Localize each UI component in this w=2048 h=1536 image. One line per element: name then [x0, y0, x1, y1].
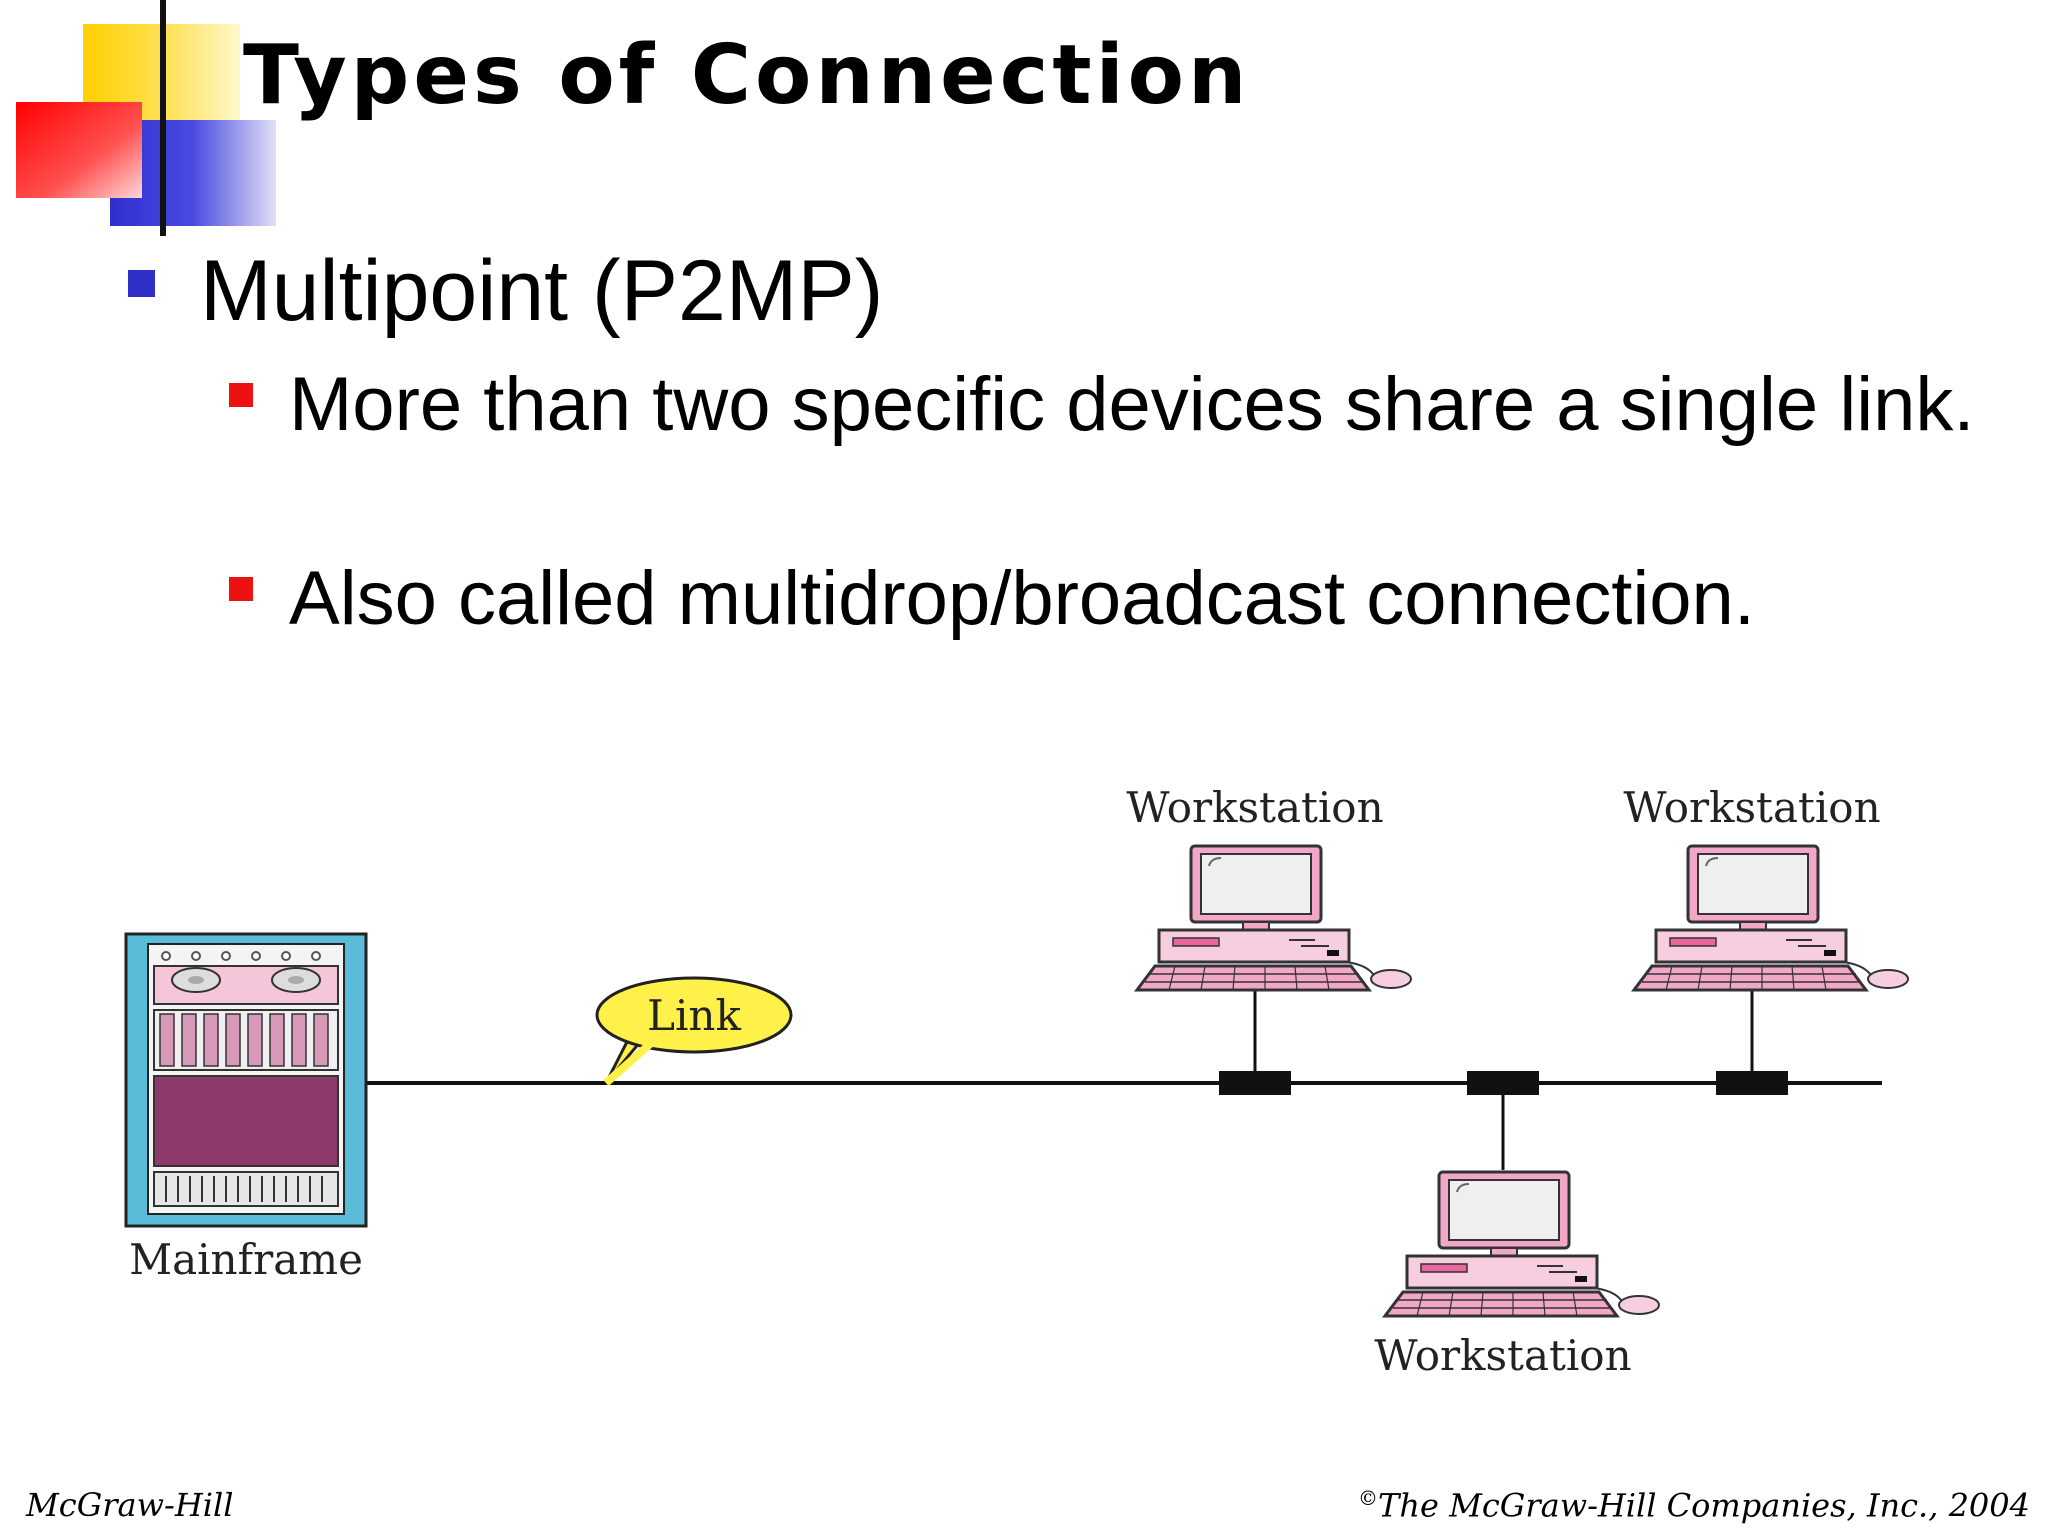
bullet-level2-text: More than two specific devices share a s…: [289, 362, 1975, 447]
workstation-label: Workstation: [1374, 1331, 1631, 1380]
workstation-label: Workstation: [1623, 783, 1880, 832]
workstation-label: Workstation: [1126, 783, 1383, 832]
red-square: [16, 102, 142, 198]
tap-connector: [1716, 1071, 1788, 1095]
footer-copyright: ©The McGraw-Hill Companies, Inc., 2004: [1358, 1486, 2030, 1525]
bullet-square-blue: [128, 270, 155, 297]
bullet-level2-text: Also called multidrop/broadcast connecti…: [289, 556, 1755, 641]
link-callout-bubble: [595, 976, 793, 1086]
mainframe-label: Mainframe: [129, 1235, 363, 1284]
copyright-text: The McGraw-Hill Companies, Inc., 2004: [1378, 1486, 2030, 1525]
mainframe-icon: [124, 932, 368, 1228]
workstation-icon: [1383, 1170, 1661, 1318]
tap-connector: [1467, 1071, 1539, 1095]
copyright-symbol: ©: [1358, 1486, 1378, 1510]
footer-publisher: McGraw-Hill: [26, 1486, 234, 1524]
slide-title: Types of Connection: [243, 28, 1251, 123]
decorative-logo-squares: [16, 0, 276, 236]
workstation-icon: [1135, 844, 1413, 992]
bullet-square-red: [229, 577, 253, 601]
workstation-icon: [1632, 844, 1910, 992]
bullet-level1-text: Multipoint (P2MP): [200, 243, 884, 339]
bullet-square-red: [229, 383, 253, 407]
link-label: Link: [647, 991, 741, 1040]
tap-connector: [1219, 1071, 1291, 1095]
multipoint-diagram: Mainframe Link Workstation Workstation W…: [124, 783, 1910, 1380]
